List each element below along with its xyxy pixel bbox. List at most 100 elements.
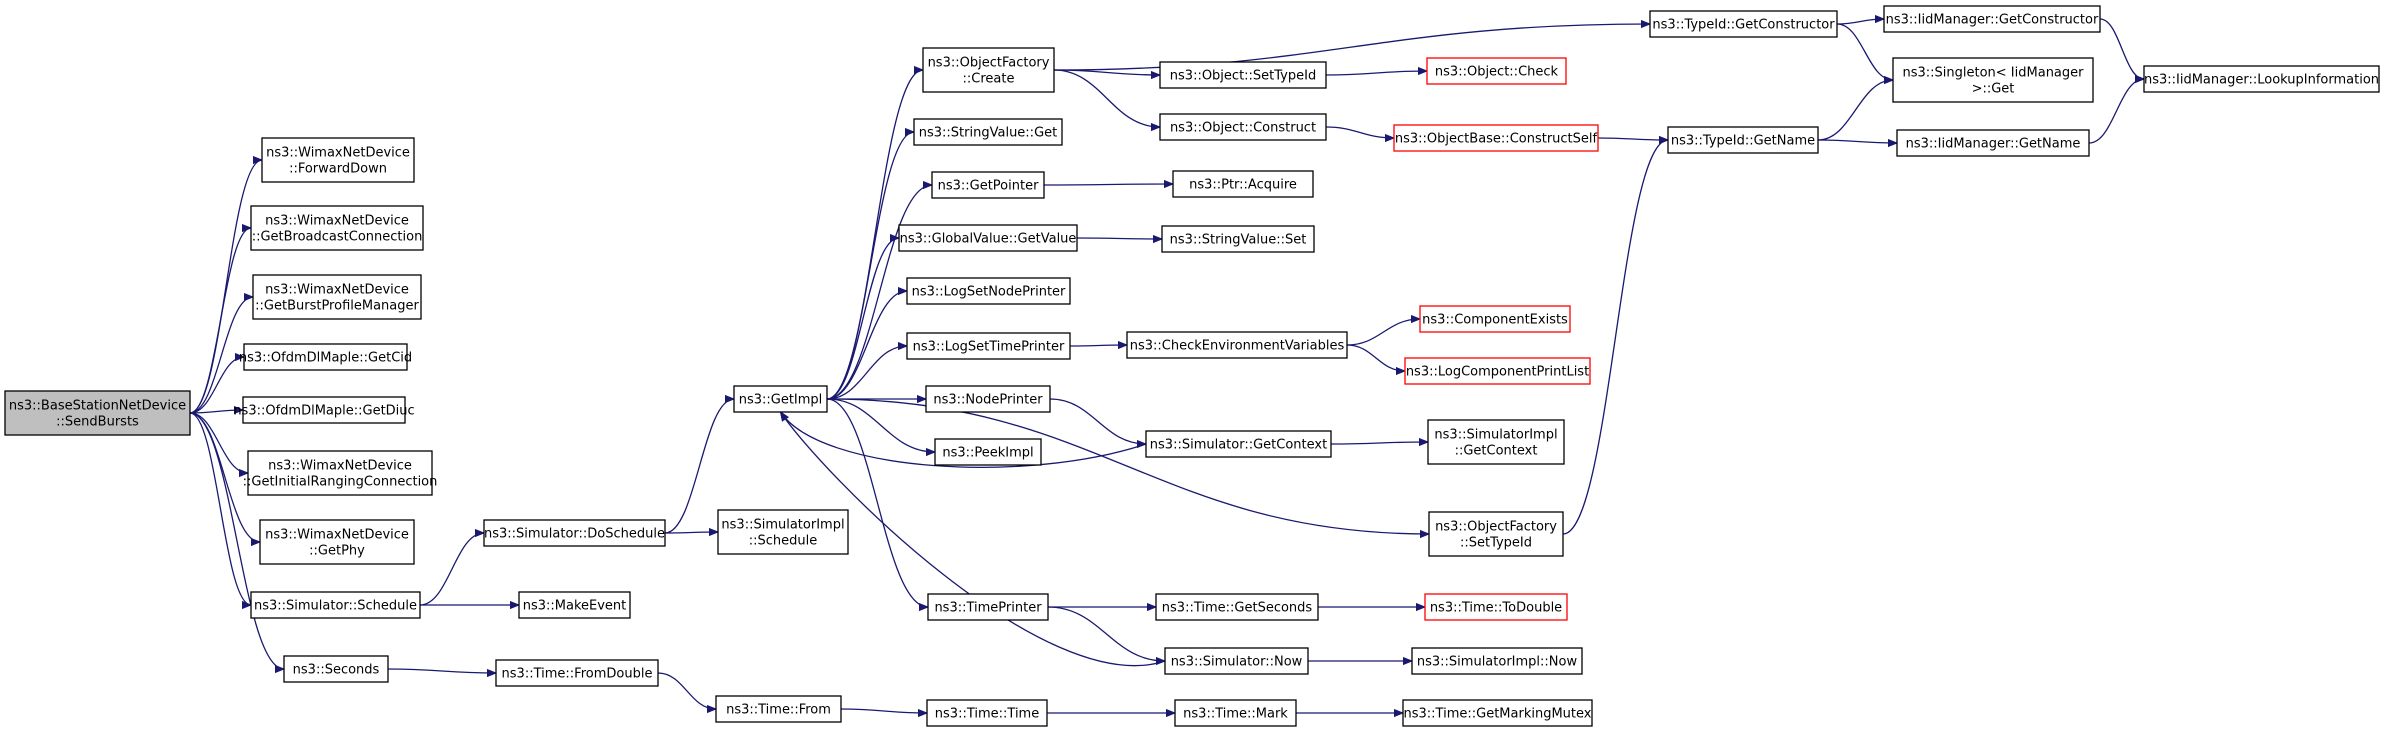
node-box[interactable] xyxy=(242,396,406,424)
node-box[interactable] xyxy=(1424,593,1568,621)
node-box[interactable] xyxy=(1883,5,2101,33)
graph-node-root[interactable]: ns3::BaseStationNetDevice::SendBursts xyxy=(4,390,191,436)
node-box[interactable] xyxy=(922,47,1055,93)
graph-node-simimpl-schedule[interactable]: ns3::SimulatorImpl::Schedule xyxy=(717,509,849,555)
node-box[interactable] xyxy=(1427,419,1565,465)
graph-node-sim-now[interactable]: ns3::Simulator::Now xyxy=(1164,647,1309,675)
graph-node-ofdm-getcid[interactable]: ns3::OfdmDlMaple::GetCid xyxy=(239,343,412,371)
graph-node-iidmgr-lookupinfo[interactable]: ns3::IidManager::LookupInformation xyxy=(2143,65,2380,93)
graph-node-iidmgr-getconstructor[interactable]: ns3::IidManager::GetConstructor xyxy=(1883,5,2101,33)
node-box[interactable] xyxy=(261,137,415,183)
node-box[interactable] xyxy=(1649,10,1838,38)
graph-node-time-mark[interactable]: ns3::Time::Mark xyxy=(1174,699,1297,727)
graph-node-sim-schedule[interactable]: ns3::Simulator::Schedule xyxy=(250,591,421,619)
node-box[interactable] xyxy=(717,509,849,555)
graph-node-seconds[interactable]: ns3::Seconds xyxy=(283,655,389,683)
node-box[interactable] xyxy=(715,695,842,723)
node-box[interactable] xyxy=(250,205,424,251)
graph-node-time-time[interactable]: ns3::Time::Time xyxy=(926,699,1048,727)
node-box[interactable] xyxy=(1145,430,1332,458)
node-box[interactable] xyxy=(898,224,1078,252)
graph-node-object-construct[interactable]: ns3::Object::Construct xyxy=(1159,113,1327,141)
node-box[interactable] xyxy=(259,519,415,565)
graph-node-typeid-getconstructor[interactable]: ns3::TypeId::GetConstructor xyxy=(1649,10,1838,38)
graph-node-getimpl[interactable]: ns3::GetImpl xyxy=(733,385,828,413)
node-box[interactable] xyxy=(733,385,828,413)
graph-node-wimax-getphy[interactable]: ns3::WimaxNetDevice::GetPhy xyxy=(259,519,415,565)
node-box[interactable] xyxy=(906,332,1071,360)
node-box[interactable] xyxy=(913,118,1063,146)
graph-node-time-fromdouble[interactable]: ns3::Time::FromDouble xyxy=(495,659,659,687)
node-box[interactable] xyxy=(906,277,1071,305)
graph-node-time-todouble[interactable]: ns3::Time::ToDouble xyxy=(1424,593,1568,621)
graph-node-time-from[interactable]: ns3::Time::From xyxy=(715,695,842,723)
node-box[interactable] xyxy=(1126,331,1348,359)
graph-node-time-getseconds[interactable]: ns3::Time::GetSeconds xyxy=(1155,593,1319,621)
graph-node-logsetnodeprinter[interactable]: ns3::LogSetNodePrinter xyxy=(906,277,1071,305)
node-box[interactable] xyxy=(931,171,1045,199)
graph-node-sim-getcontext[interactable]: ns3::Simulator::GetContext xyxy=(1145,430,1332,458)
node-box[interactable] xyxy=(925,385,1051,413)
graph-node-globalvalue-getvalue[interactable]: ns3::GlobalValue::GetValue xyxy=(898,224,1078,252)
node-box[interactable] xyxy=(1404,357,1591,385)
node-box[interactable] xyxy=(1411,647,1583,675)
graph-node-peekimpl[interactable]: ns3::PeekImpl xyxy=(934,438,1042,466)
node-box[interactable] xyxy=(1419,305,1571,333)
node-box[interactable] xyxy=(1896,129,2090,157)
node-box[interactable] xyxy=(252,274,422,320)
node-box[interactable] xyxy=(495,659,659,687)
graph-node-getpointer[interactable]: ns3::GetPointer xyxy=(931,171,1045,199)
node-box[interactable] xyxy=(1174,699,1297,727)
node-box[interactable] xyxy=(927,593,1049,621)
node-box[interactable] xyxy=(1393,124,1599,152)
node-box[interactable] xyxy=(1667,126,1819,154)
node-box[interactable] xyxy=(1159,113,1327,141)
node-box[interactable] xyxy=(243,343,408,371)
graph-node-wimax-getbroadcast[interactable]: ns3::WimaxNetDevice::GetBroadcastConnect… xyxy=(250,205,424,251)
node-box[interactable] xyxy=(250,591,421,619)
node-box[interactable] xyxy=(1155,593,1319,621)
graph-node-wimax-getburstprofile[interactable]: ns3::WimaxNetDevice::GetBurstProfileMana… xyxy=(252,274,422,320)
graph-node-object-check[interactable]: ns3::Object::Check xyxy=(1426,57,1567,85)
graph-node-logsettimeprinter[interactable]: ns3::LogSetTimePrinter xyxy=(906,332,1071,360)
graph-node-checkenvvars[interactable]: ns3::CheckEnvironmentVariables xyxy=(1126,331,1348,359)
graph-node-singleton-get[interactable]: ns3::Singleton< IidManager >::Get xyxy=(1892,57,2094,103)
graph-node-sim-doschedule[interactable]: ns3::Simulator::DoSchedule xyxy=(483,519,666,547)
graph-node-simimpl-now[interactable]: ns3::SimulatorImpl::Now xyxy=(1411,647,1583,675)
node-box[interactable] xyxy=(1892,57,2094,103)
graph-node-ptr-acquire[interactable]: ns3::Ptr::Acquire xyxy=(1172,170,1314,198)
graph-node-simimpl-getcontext[interactable]: ns3::SimulatorImpl::GetContext xyxy=(1427,419,1565,465)
node-box[interactable] xyxy=(1161,225,1315,253)
node-box[interactable] xyxy=(2143,65,2380,93)
graph-node-objectbase-constructself[interactable]: ns3::ObjectBase::ConstructSelf xyxy=(1393,124,1599,152)
graph-node-ofdm-getdiuc[interactable]: ns3::OfdmDlMaple::GetDiuc xyxy=(233,396,415,424)
graph-node-objfactory-create[interactable]: ns3::ObjectFactory::Create xyxy=(922,47,1055,93)
graph-node-time-getmarkingmutex[interactable]: ns3::Time::GetMarkingMutex xyxy=(1402,699,1593,727)
graph-node-wimax-getinitialranging[interactable]: ns3::WimaxNetDevice::GetInitialRangingCo… xyxy=(243,450,438,496)
node-box[interactable] xyxy=(1426,57,1567,85)
node-box[interactable] xyxy=(1402,699,1593,727)
graph-node-stringvalue-set[interactable]: ns3::StringValue::Set xyxy=(1161,225,1315,253)
graph-node-typeid-getname[interactable]: ns3::TypeId::GetName xyxy=(1667,126,1819,154)
node-box[interactable] xyxy=(1172,170,1314,198)
graph-node-nodeprinter[interactable]: ns3::NodePrinter xyxy=(925,385,1051,413)
graph-node-makeevent[interactable]: ns3::MakeEvent xyxy=(518,591,631,619)
node-box[interactable] xyxy=(1159,61,1327,89)
graph-node-object-settypeid[interactable]: ns3::Object::SetTypeId xyxy=(1159,61,1327,89)
graph-node-wimax-forwarddown[interactable]: ns3::WimaxNetDevice::ForwardDown xyxy=(261,137,415,183)
graph-node-objfactory-settypeid[interactable]: ns3::ObjectFactory::SetTypeId xyxy=(1428,511,1564,557)
node-box[interactable] xyxy=(483,519,666,547)
node-box[interactable] xyxy=(247,450,433,496)
node-box[interactable] xyxy=(283,655,389,683)
node-box[interactable] xyxy=(4,390,191,436)
node-box[interactable] xyxy=(926,699,1048,727)
graph-node-stringvalue-get[interactable]: ns3::StringValue::Get xyxy=(913,118,1063,146)
graph-node-timeprinter[interactable]: ns3::TimePrinter xyxy=(927,593,1049,621)
node-box[interactable] xyxy=(934,438,1042,466)
graph-node-iidmgr-getname[interactable]: ns3::IidManager::GetName xyxy=(1896,129,2090,157)
node-box[interactable] xyxy=(518,591,631,619)
node-box[interactable] xyxy=(1164,647,1309,675)
node-box[interactable] xyxy=(1428,511,1564,557)
graph-node-componentexists[interactable]: ns3::ComponentExists xyxy=(1419,305,1571,333)
graph-node-logcomponentprintlist[interactable]: ns3::LogComponentPrintList xyxy=(1404,357,1591,385)
